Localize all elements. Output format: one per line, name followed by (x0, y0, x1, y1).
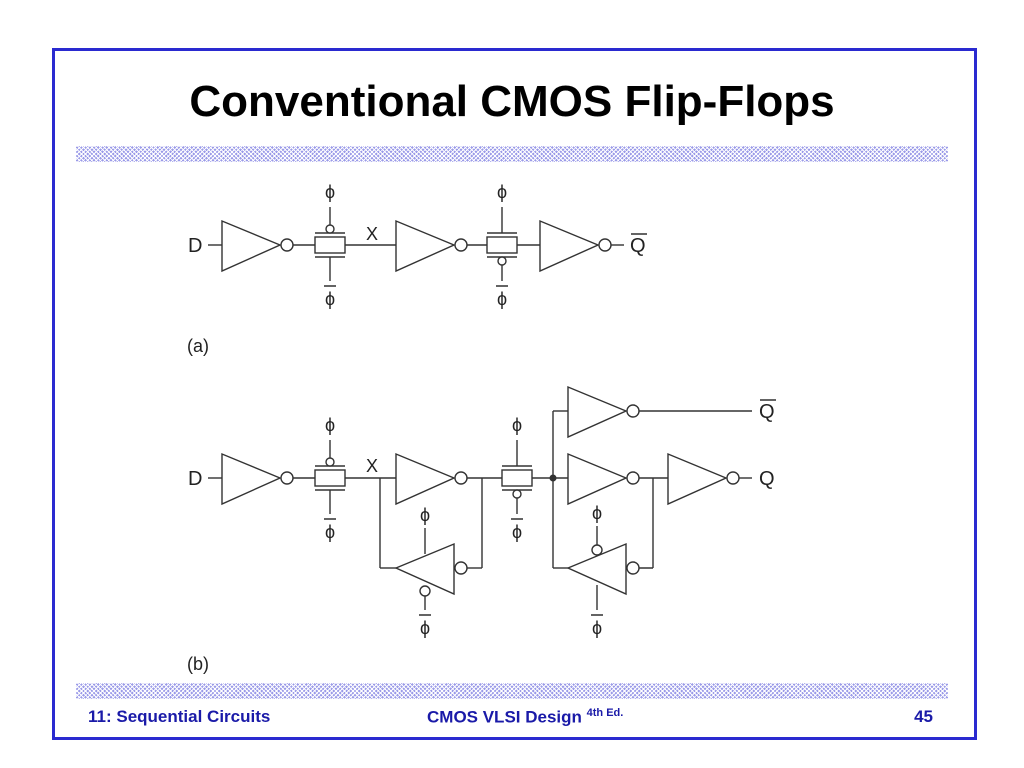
label-b-phibar-1: ϕ (325, 522, 335, 542)
label-a-d: D (188, 235, 202, 257)
circuit-a (208, 207, 647, 287)
inverter-b4 (667, 452, 740, 506)
label-a-phibar-2: ϕ (497, 289, 507, 309)
footer-chapter: 11: Sequential Circuits (88, 707, 271, 726)
bottom-divider (76, 683, 948, 699)
inverter-b3 (567, 452, 640, 506)
label-b-d: D (188, 468, 202, 490)
footer-course: CMOS VLSI Design 4th Ed. (427, 707, 623, 728)
label-a-phi-2: ϕ (497, 182, 507, 202)
label-a-qbar: Q (630, 235, 646, 257)
tristate-feedback-b1 (379, 478, 483, 610)
footer-edition: 4th Ed. (586, 707, 624, 719)
top-divider (76, 146, 948, 162)
inverter-b1 (221, 452, 294, 506)
transmission-gate-b2 (501, 440, 533, 514)
transmission-gate-a1 (314, 207, 346, 281)
slide-frame (52, 48, 977, 740)
label-a-phibar-1: ϕ (325, 289, 335, 309)
caption-b: (b) (187, 654, 209, 674)
inverter-a1 (221, 219, 294, 273)
caption-a: (a) (187, 336, 209, 356)
footer-page-number: 45 (914, 707, 933, 726)
label-b-qbar: Q (759, 401, 775, 423)
label-b-phibar-fb2: ϕ (592, 618, 602, 638)
tristate-feedback-b2 (553, 478, 654, 610)
label-b-phi-2: ϕ (512, 415, 522, 435)
slide-title: Conventional CMOS Flip-Flops (189, 77, 835, 126)
inverter-a2 (395, 219, 468, 273)
label-b-phibar-2: ϕ (512, 522, 522, 542)
inverter-b-qbar (567, 385, 640, 439)
circuit-b (208, 385, 776, 616)
label-b-x: X (366, 456, 378, 476)
label-a-x: X (366, 224, 378, 244)
label-b-phi-fb1: ϕ (420, 505, 430, 525)
inverter-a3 (539, 219, 612, 273)
label-b-phi-fb2: ϕ (592, 503, 602, 523)
label-a-phi-1: ϕ (325, 182, 335, 202)
label-b-phi-1: ϕ (325, 415, 335, 435)
label-b-q: Q (759, 468, 775, 490)
footer-course-title: CMOS VLSI Design (427, 707, 582, 727)
transmission-gate-b1 (314, 440, 346, 514)
transmission-gate-a2 (486, 207, 518, 281)
label-b-phibar-fb1: ϕ (420, 618, 430, 638)
inverter-b2 (395, 452, 468, 506)
